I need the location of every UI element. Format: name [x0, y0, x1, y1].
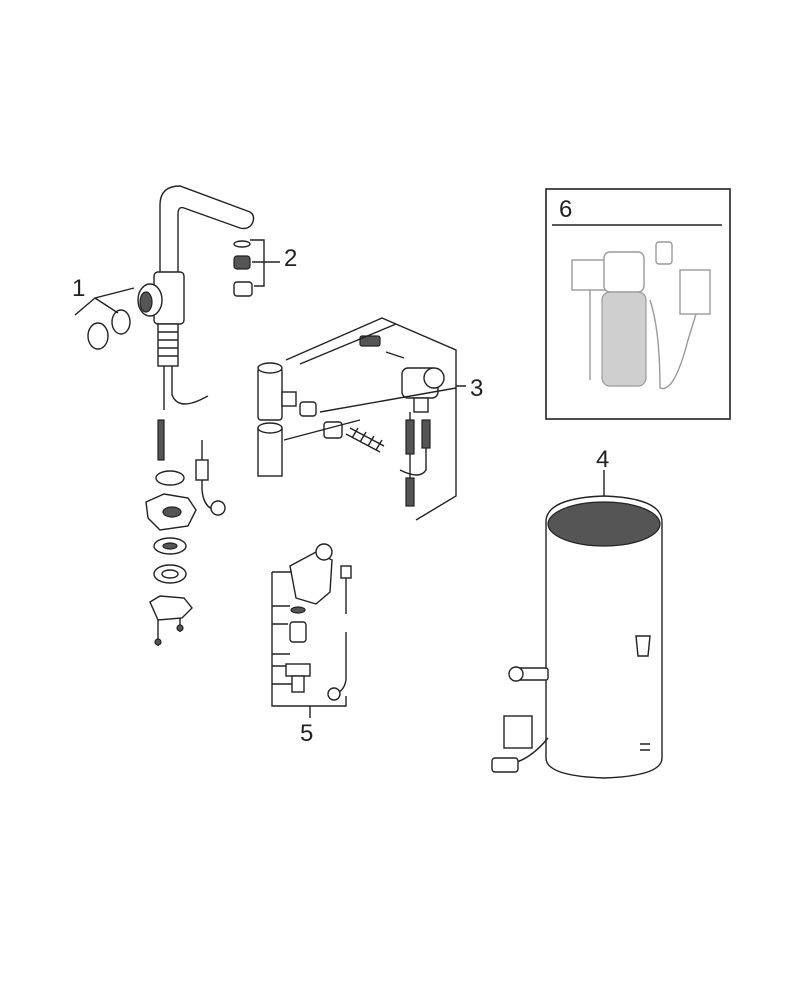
- t-piece-top: [257, 362, 283, 374]
- boiler-label: [635, 635, 651, 657]
- filter-valve: [655, 241, 673, 265]
- fitting-tee: [285, 663, 311, 677]
- faucet-spout: [159, 185, 255, 276]
- o-ring-large: [87, 322, 109, 350]
- filter-head: [603, 251, 645, 293]
- part-3-valve-kit: [257, 317, 466, 521]
- boiler-power-plug: [491, 757, 519, 773]
- faucet-shank: [157, 323, 179, 367]
- flex-hose-coil: [345, 427, 385, 453]
- boiler-logo: [640, 743, 650, 751]
- angle-valve-knob: [423, 367, 445, 389]
- valve-hose-2-sleeve: [421, 419, 431, 449]
- part-6-inset: [545, 188, 731, 420]
- fitting-hose-top: [340, 565, 352, 579]
- angle-valve-outlet: [413, 397, 429, 413]
- shank-threads: [158, 331, 178, 357]
- boiler-pipe-nut: [508, 666, 524, 682]
- hose-fitting: [195, 459, 209, 481]
- callout-1: 1: [72, 275, 85, 302]
- callout-5-bracket: [271, 571, 347, 718]
- adapter-tube-top: [257, 422, 283, 434]
- callout-4: 4: [596, 446, 609, 473]
- washer-2-inner: [161, 569, 179, 579]
- callout-3: 3: [470, 375, 483, 402]
- o-ring-small: [111, 309, 131, 335]
- part-1-o-rings: [74, 287, 135, 350]
- boiler-top-cap: [547, 501, 661, 547]
- callout-3-bracket: [283, 317, 466, 521]
- gasket-top: [155, 470, 185, 486]
- hose-clamp: [359, 335, 381, 347]
- boiler-rating-plate: [503, 715, 533, 749]
- hose-nut: [210, 500, 226, 516]
- aerator-insert: [233, 255, 251, 270]
- fitting-tee-stem: [291, 675, 305, 693]
- fixing-flange: [149, 595, 193, 621]
- filter-cartridge: [601, 291, 647, 387]
- faucet-hose-2: [171, 366, 209, 405]
- callout-6: 6: [559, 196, 572, 223]
- adapter-nut-2: [323, 421, 343, 439]
- part-2-aerator: [233, 239, 280, 297]
- callout-2-bracket: [250, 239, 280, 287]
- adapter-tube: [257, 427, 283, 477]
- boiler-cylinder: [545, 495, 663, 779]
- valve-hose-1-sleeve: [405, 419, 415, 455]
- bolt-head-left: [154, 638, 162, 646]
- fitting-hose-bent: [333, 632, 347, 695]
- adapter-nut-1: [299, 401, 317, 417]
- filter-pipe-2: [649, 299, 697, 390]
- mixing-valve-knob: [315, 543, 333, 561]
- part-4-boiler: [491, 470, 663, 779]
- callout-2: 2: [284, 245, 297, 272]
- part-5-fittings: [271, 543, 352, 718]
- hose-sensor: [157, 419, 165, 461]
- fitting-hose-nut: [327, 687, 341, 701]
- valve-hose-1-end: [405, 477, 415, 507]
- faucet-handle-knob: [139, 291, 153, 313]
- aerator-housing: [233, 281, 253, 297]
- bolt-head-right: [176, 624, 184, 632]
- callout-5: 5: [300, 720, 313, 747]
- t-piece-branch: [281, 391, 297, 407]
- fitting-washer: [290, 606, 306, 614]
- clamp-screw: [385, 351, 405, 359]
- washer-1-inner: [162, 542, 178, 550]
- fitting-nut: [289, 621, 307, 643]
- mounting-hardware: [145, 470, 197, 646]
- aerator-washer: [233, 240, 251, 248]
- callout-1-leader: [74, 287, 135, 316]
- t-piece-body: [257, 367, 283, 421]
- filter-control-box: [679, 269, 711, 315]
- mounting-plate-hole: [162, 506, 182, 518]
- faucet-assembly: [137, 185, 255, 516]
- valve-hose-2: [399, 420, 427, 476]
